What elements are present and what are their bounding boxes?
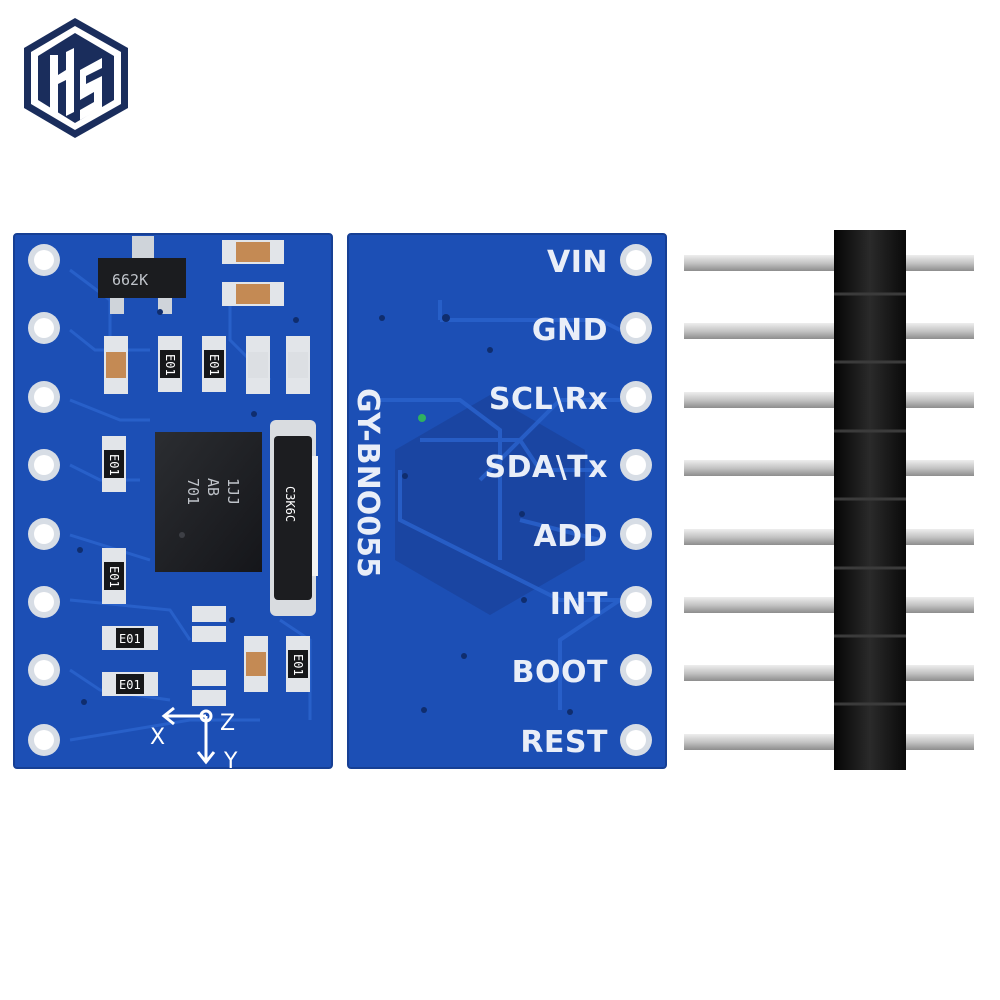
pin-label-gnd: GND bbox=[532, 313, 608, 348]
chip-marking-line-3: 1JJ bbox=[224, 478, 242, 505]
pin-label-scl-rx: SCL\Rx bbox=[489, 382, 608, 417]
resistor-marking: E01 bbox=[291, 654, 305, 676]
voltage-regulator: 662K bbox=[98, 236, 186, 314]
axis-indicator bbox=[161, 706, 216, 765]
pin-header bbox=[684, 230, 974, 770]
back-board: GY-BNO055 VIN GND SCL\Rx SDA\Tx ADD INT … bbox=[347, 233, 667, 769]
pin-label-int: INT bbox=[550, 587, 608, 622]
bno055-sensor-chip: 701 AB 1JJ bbox=[155, 432, 262, 572]
front-pin-pads bbox=[28, 244, 60, 756]
header-housing bbox=[834, 230, 906, 770]
resistor-marking: E01 bbox=[119, 632, 141, 646]
smd-resistors: E01 E01 E01 E01 E01 E01 E01 bbox=[102, 336, 310, 696]
crystal-oscillator: C3K6C bbox=[270, 420, 318, 616]
pin-label-rest: REST bbox=[520, 725, 608, 760]
pin-labels: VIN GND SCL\Rx SDA\Tx ADD INT BOOT REST bbox=[485, 245, 609, 760]
resistor-marking: E01 bbox=[207, 354, 221, 376]
axis-label-y: Y bbox=[223, 749, 238, 774]
brand-logo: HS bbox=[24, 18, 128, 138]
resistor-marking: E01 bbox=[163, 354, 177, 376]
front-board: 662K E01 E01 bbox=[13, 233, 333, 774]
back-pin-pads bbox=[620, 244, 652, 756]
chip-marking-line-1: 701 bbox=[184, 478, 202, 505]
regulator-marking: 662K bbox=[112, 271, 148, 289]
axis-label-z: Z bbox=[220, 711, 235, 736]
pin-label-sda-tx: SDA\Tx bbox=[485, 450, 609, 485]
chip-marking-line-2: AB bbox=[204, 478, 222, 496]
header-pins bbox=[684, 255, 974, 750]
pin-label-vin: VIN bbox=[547, 245, 608, 280]
resistor-marking: E01 bbox=[119, 678, 141, 692]
resistor-marking: E01 bbox=[107, 566, 121, 588]
resistor-marking: E01 bbox=[107, 454, 121, 476]
axis-label-x: X bbox=[150, 725, 165, 750]
pin-label-boot: BOOT bbox=[512, 655, 608, 690]
smd-capacitors bbox=[104, 240, 310, 706]
crystal-marking: C3K6C bbox=[283, 486, 297, 522]
board-model-name: GY-BNO055 bbox=[350, 388, 385, 578]
back-pcb bbox=[348, 234, 666, 768]
pin-label-add: ADD bbox=[533, 519, 608, 554]
